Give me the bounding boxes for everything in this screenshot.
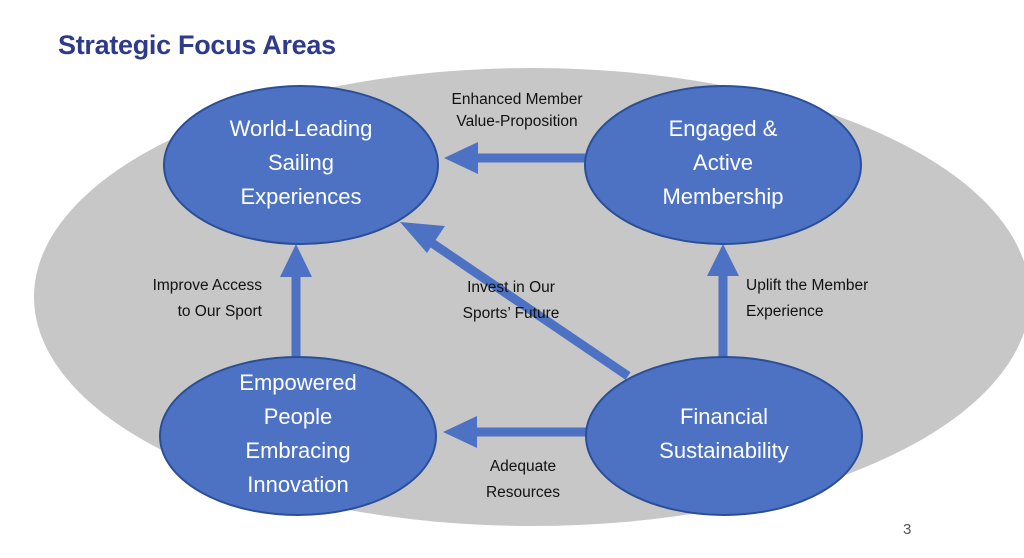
label-future-investment-line-1: Invest in Our (467, 279, 555, 296)
label-resources-line-2: Resources (486, 484, 560, 501)
node-world-leading-line-2: Sailing (268, 150, 334, 175)
node-world-leading-shape (163, 85, 439, 245)
node-engaged-active-membership: Engaged & Active Membership (584, 85, 862, 245)
arrow-future-investment-shaft (429, 239, 631, 380)
node-financial-sustainability: Financial Sustainability (585, 356, 863, 516)
label-member-experience-line-1: Uplift the Member (746, 277, 868, 294)
label-resources: Adequate Resources (486, 458, 560, 501)
label-member-experience: Uplift the Member Experience (746, 277, 868, 320)
node-empowered-line-3: Embracing (245, 438, 350, 463)
label-sport-access: Improve Access to Our Sport (153, 277, 263, 320)
node-world-leading-line-1: World-Leading (230, 116, 373, 141)
arrow-member-experience-head (707, 244, 739, 276)
arrow-value-proposition (444, 142, 586, 174)
node-empowered-line-1: Empowered (239, 370, 356, 395)
node-world-leading-sailing-experiences: World-Leading Sailing Experiences (163, 85, 439, 245)
arrow-sport-access (280, 244, 312, 368)
label-future-investment-line-2: Sports’ Future (463, 305, 560, 322)
page-title: Strategic Focus Areas (58, 30, 336, 60)
label-value-proposition: Enhanced Member Value-Proposition (452, 91, 583, 130)
label-sport-access-line-2: to Our Sport (178, 303, 263, 320)
label-sport-access-line-1: Improve Access (153, 277, 263, 294)
arrow-sport-access-head (280, 244, 312, 277)
node-empowered-line-2: People (264, 404, 333, 429)
node-empowered-line-4: Innovation (247, 472, 349, 497)
node-engaged-line-2: Active (693, 150, 753, 175)
node-empowered-people-embracing-innovation: Empowered People Embracing Innovation (159, 356, 437, 516)
node-engaged-line-1: Engaged & (669, 116, 778, 141)
arrow-future-investment (400, 222, 631, 380)
node-empowered-shape (159, 356, 437, 516)
label-member-experience-line-2: Experience (746, 303, 824, 320)
arrow-member-experience (707, 244, 739, 362)
node-engaged-line-3: Membership (662, 184, 783, 209)
arrow-resources-head (443, 416, 477, 448)
node-financial-shape (585, 356, 863, 516)
node-engaged-shape (584, 85, 862, 245)
label-future-investment: Invest in Our Sports’ Future (463, 279, 560, 322)
page-number: 3 (903, 521, 912, 538)
arrow-value-proposition-head (444, 142, 478, 174)
arrow-future-investment-head (400, 222, 445, 253)
label-resources-line-1: Adequate (490, 458, 556, 475)
label-value-proposition-line-2: Value-Proposition (456, 113, 577, 130)
arrow-resources (443, 416, 588, 448)
label-value-proposition-line-1: Enhanced Member (452, 91, 583, 108)
node-financial-line-1: Financial (680, 404, 768, 429)
node-financial-line-2: Sustainability (659, 438, 789, 463)
node-world-leading-line-3: Experiences (240, 184, 361, 209)
